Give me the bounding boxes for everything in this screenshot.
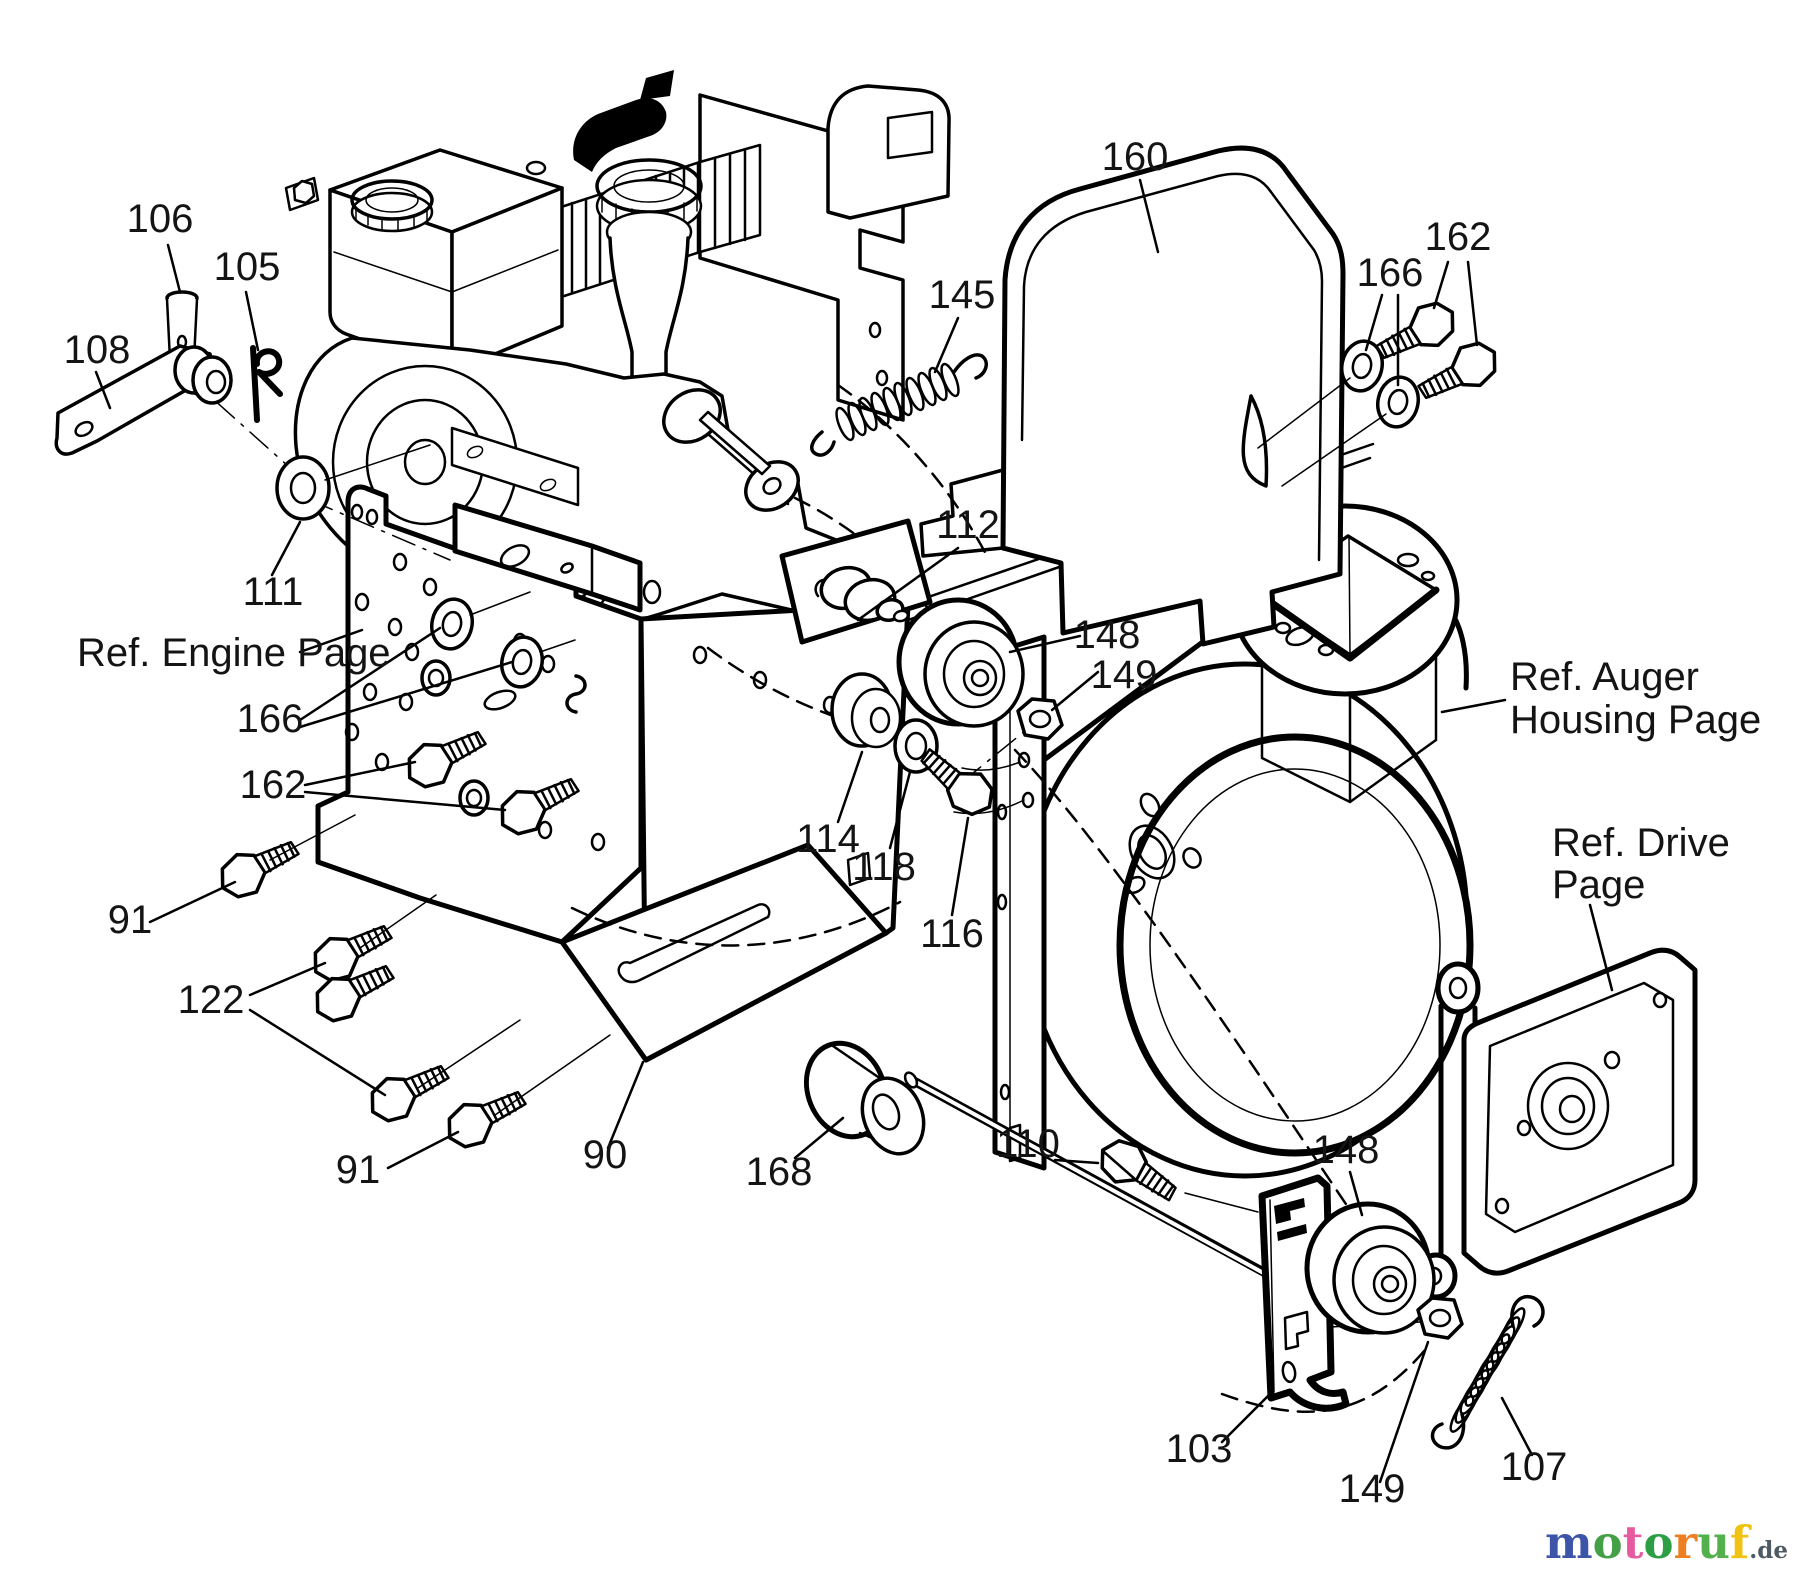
leader-lines — [94, 178, 1614, 1484]
label-148-bottom: 148 — [1313, 1128, 1380, 1172]
label-90: 90 — [583, 1133, 628, 1177]
frame-floor — [559, 842, 889, 1063]
engine-mount-block — [450, 426, 662, 613]
label-162-right: 162 — [1425, 215, 1492, 259]
idler-bracket — [779, 518, 933, 645]
label-111: 111 — [243, 570, 304, 614]
label-103: 103 — [1166, 1427, 1233, 1471]
spring-145 — [810, 353, 988, 457]
spacer-114 — [830, 672, 902, 749]
label-106: 106 — [127, 197, 194, 241]
part-labels: 106 105 108 111 Ref. Engine Page 166 162… — [64, 135, 1762, 1511]
label-ref-drive-2: Page — [1552, 863, 1645, 907]
label-91-top: 91 — [108, 898, 153, 942]
frame-front-face — [315, 484, 644, 945]
belt-cover — [919, 145, 1346, 647]
idler-pulley-bottom — [1304, 1201, 1436, 1335]
fuel-cap — [350, 179, 434, 233]
housing-face-holes — [1124, 792, 1202, 895]
hairpin-clip-105 — [250, 345, 283, 423]
idler-pulley-mid — [896, 597, 1025, 728]
clutch-rod — [903, 1071, 1305, 1297]
spring-107 — [1430, 1294, 1545, 1450]
label-ref-drive-1: Ref. Drive — [1552, 821, 1730, 865]
label-108: 108 — [64, 328, 131, 372]
label-160: 160 — [1102, 135, 1169, 179]
bolt-91-top — [210, 824, 306, 908]
label-168: 168 — [746, 1150, 813, 1194]
nut-149-mid — [1016, 697, 1064, 741]
label-148-mid: 148 — [1074, 613, 1141, 657]
fuel-tank — [284, 148, 564, 374]
label-ref-auger-1: Ref. Auger — [1510, 655, 1699, 699]
housing-opening — [1116, 733, 1474, 1157]
label-145: 145 — [929, 273, 996, 317]
label-112: 112 — [936, 503, 1000, 547]
label-110: 110 — [996, 1122, 1060, 1166]
roller-168 — [803, 1040, 926, 1156]
label-149-mid: 149 — [1091, 653, 1158, 697]
drive-plate — [1414, 947, 1698, 1300]
breather-elbow — [573, 98, 667, 172]
washer-111 — [275, 455, 331, 521]
auger-housing — [953, 503, 1474, 1179]
label-149-bottom: 149 — [1339, 1467, 1406, 1511]
label-166-right: 166 — [1357, 251, 1424, 295]
watermark: motoruf.de — [1545, 1516, 1788, 1569]
label-91-bottom: 91 — [336, 1148, 381, 1192]
s-hook — [565, 674, 587, 714]
label-ref-engine: Ref. Engine Page — [77, 631, 391, 675]
label-122: 122 — [178, 978, 245, 1022]
nut-149-bottom — [1416, 1296, 1464, 1340]
label-107: 107 — [1501, 1445, 1568, 1489]
label-114: 114 — [796, 817, 860, 861]
bolt-91-bottom — [437, 1074, 533, 1158]
label-116: 116 — [920, 912, 984, 956]
bolt-162-right-a — [1369, 292, 1465, 376]
watermark-text: motoruf.de — [1545, 1516, 1788, 1569]
frame-holes — [344, 552, 606, 852]
alignment-lines — [269, 377, 1387, 1213]
label-162-left: 162 — [240, 763, 307, 807]
label-105: 105 — [214, 245, 281, 289]
bolt-110-slot — [1102, 1150, 1138, 1182]
frame — [315, 426, 1375, 1063]
lever-108 — [54, 344, 233, 456]
output-shaft — [662, 388, 800, 512]
label-118: 118 — [852, 845, 916, 889]
label-166-left: 166 — [237, 697, 304, 741]
label-ref-auger-2: Housing Page — [1510, 698, 1761, 742]
engine-assembly — [284, 70, 951, 627]
